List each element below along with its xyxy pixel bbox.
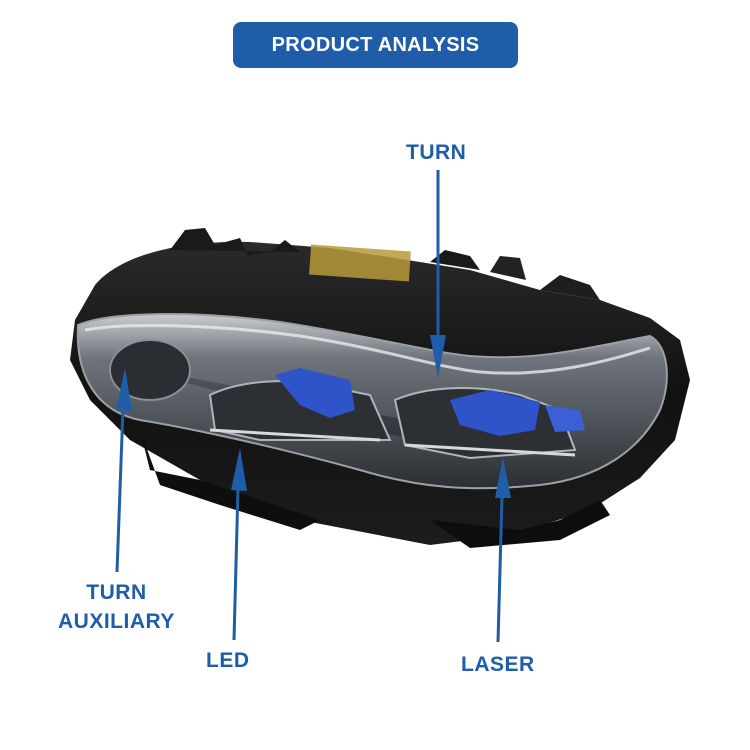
label-turn-auxiliary-line2: AUXILIARY (58, 610, 175, 633)
label-turn-auxiliary: TURN AUXILIARY (58, 578, 175, 636)
callout-arrows (115, 170, 511, 643)
led-callout-arrow (231, 448, 247, 641)
banner-title: PRODUCT ANALYSIS (271, 33, 480, 56)
turn-auxiliary-callout-arrow (115, 368, 132, 573)
turn-callout-arrow (430, 170, 446, 378)
label-turn: TURN (406, 141, 467, 164)
title-banner: PRODUCT ANALYSIS (233, 22, 518, 68)
label-turn-auxiliary-line1: TURN (86, 581, 147, 604)
laser-callout-arrow (495, 457, 511, 643)
label-led: LED (206, 649, 250, 672)
projector-modules (109, 339, 585, 460)
label-laser: LASER (461, 653, 535, 676)
